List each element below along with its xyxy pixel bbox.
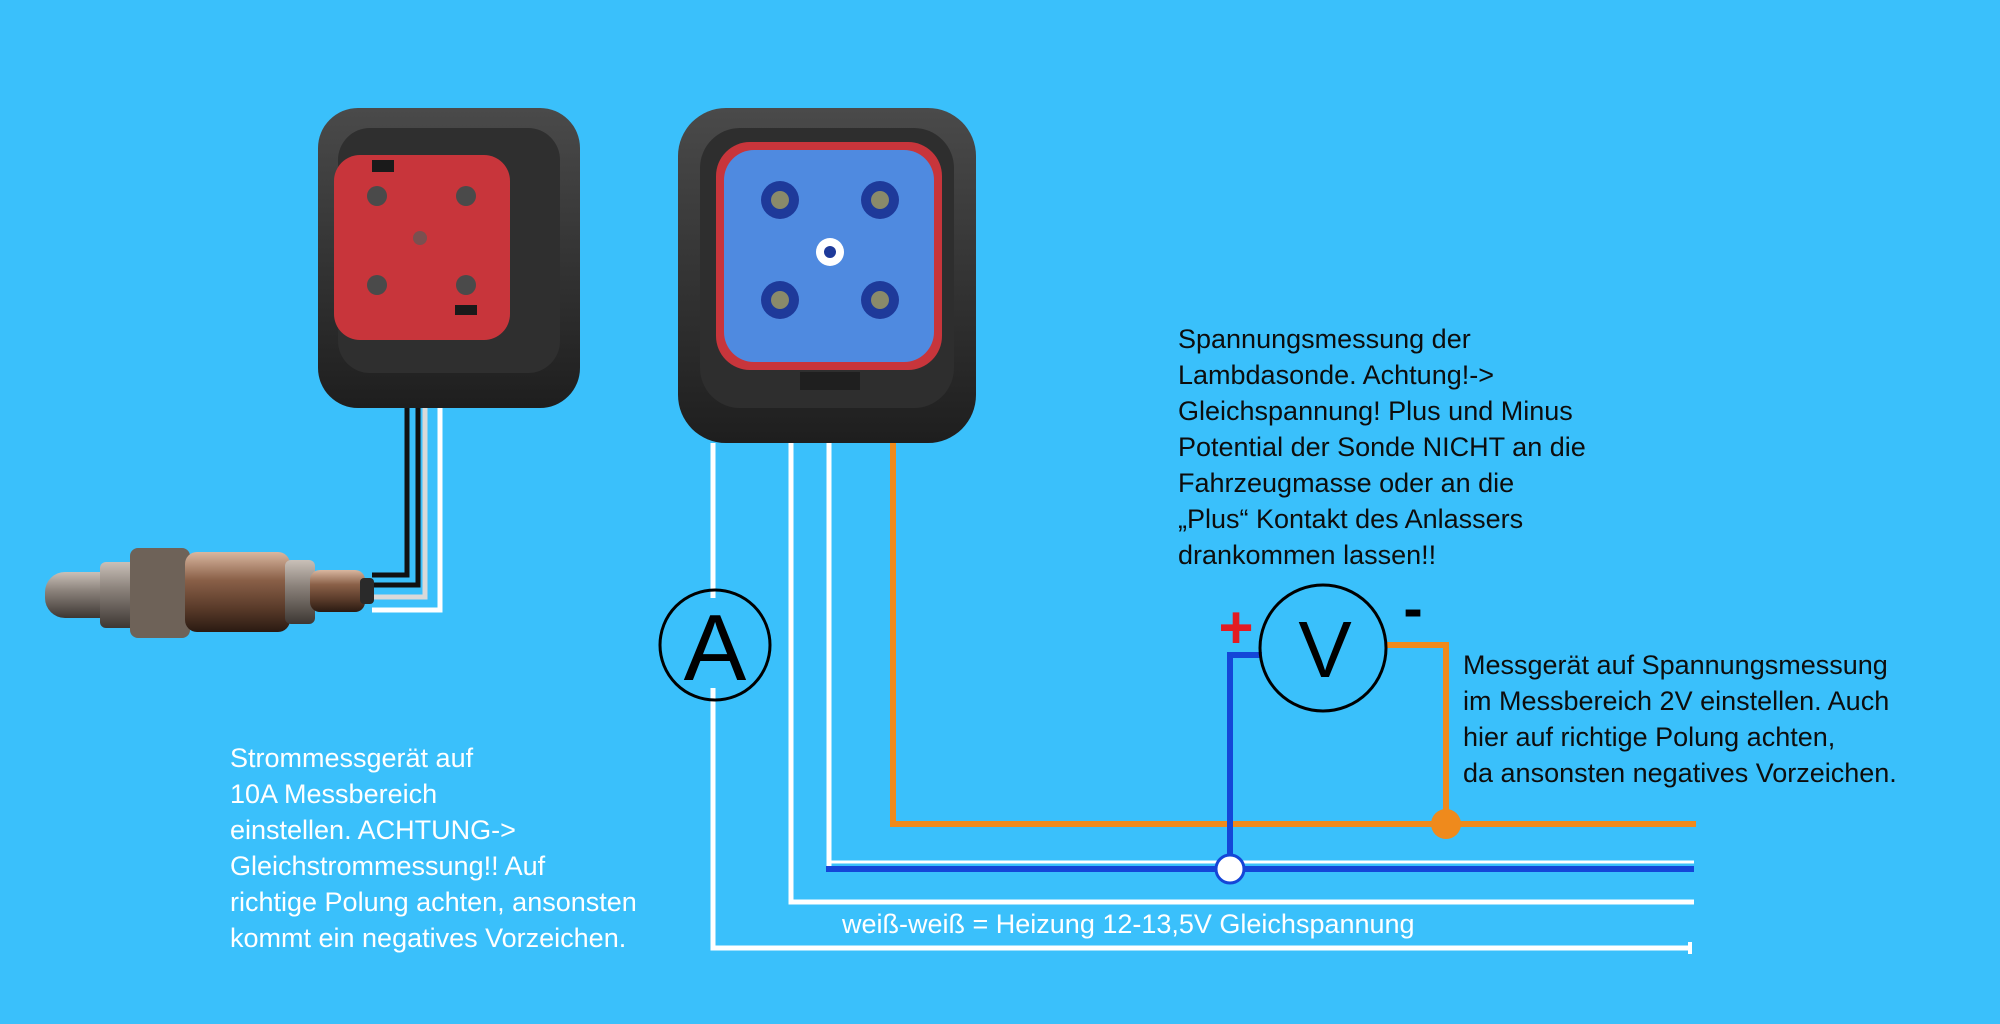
- note-line: Spannungsmessung der: [1178, 324, 1471, 354]
- vehicle-socket-photo: [678, 108, 976, 443]
- blue-junction: [1214, 853, 1246, 885]
- note-line: Gleichstrommessung!! Auf: [230, 851, 546, 881]
- wire-voltmeter-plus: [1227, 652, 1262, 869]
- note-line: drankommen lassen!!: [1178, 540, 1437, 570]
- lambda-sensor-photo: [45, 548, 374, 638]
- wire-signal-orange: [890, 443, 1696, 827]
- note-line: kommt ein negatives Vorzeichen.: [230, 923, 627, 953]
- note-line: Messgerät auf Spannungsmessung: [1463, 650, 1888, 680]
- note-line: Gleichspannung! Plus und Minus: [1178, 396, 1573, 426]
- voltmeter-symbol: V: [1298, 605, 1352, 694]
- minus-sign: -: [1403, 576, 1422, 641]
- voltmeter-setting-note: Messgerät auf Spannungsmessung im Messbe…: [1463, 647, 1897, 791]
- sensor-plug-photo: [318, 108, 580, 408]
- wire-ammeter-white: [710, 443, 1692, 954]
- note-line: Strommessgerät auf: [230, 743, 474, 773]
- note-line: da ansonsten negatives Vorzeichen.: [1463, 758, 1897, 788]
- note-line: Potential der Sonde NICHT an die: [1178, 432, 1586, 462]
- wire-voltmeter-minus: [1386, 642, 1449, 824]
- ammeter-setting-note: Strommessgerät auf 10A Messbereich einst…: [230, 740, 637, 956]
- note-line: einstellen. ACHTUNG->: [230, 815, 516, 845]
- heater-label: weiß-weiß = Heizung 12-13,5V Gleichspann…: [842, 906, 1415, 942]
- note-line: im Messbereich 2V einstellen. Auch: [1463, 686, 1890, 716]
- ammeter-symbol: A: [684, 595, 747, 700]
- plus-sign: +: [1218, 594, 1253, 661]
- note-line: Lambdasonde. Achtung!->: [1178, 360, 1494, 390]
- wire-heater-white: [788, 443, 1694, 905]
- heater-label-text: weiß-weiß = Heizung 12-13,5V Gleichspann…: [842, 909, 1415, 939]
- note-line: „Plus“ Kontakt des Anlassers: [1178, 504, 1524, 534]
- voltage-warning-note: Spannungsmessung der Lambdasonde. Achtun…: [1178, 321, 1586, 573]
- note-line: Fahrzeugmasse oder an die: [1178, 468, 1515, 498]
- note-line: 10A Messbereich: [230, 779, 438, 809]
- voltmeter: V + -: [1218, 576, 1423, 713]
- ammeter: A: [658, 588, 772, 702]
- note-line: hier auf richtige Polung achten,: [1463, 722, 1836, 752]
- sensor-cable: [372, 402, 443, 613]
- note-line: richtige Polung achten, ansonsten: [230, 887, 637, 917]
